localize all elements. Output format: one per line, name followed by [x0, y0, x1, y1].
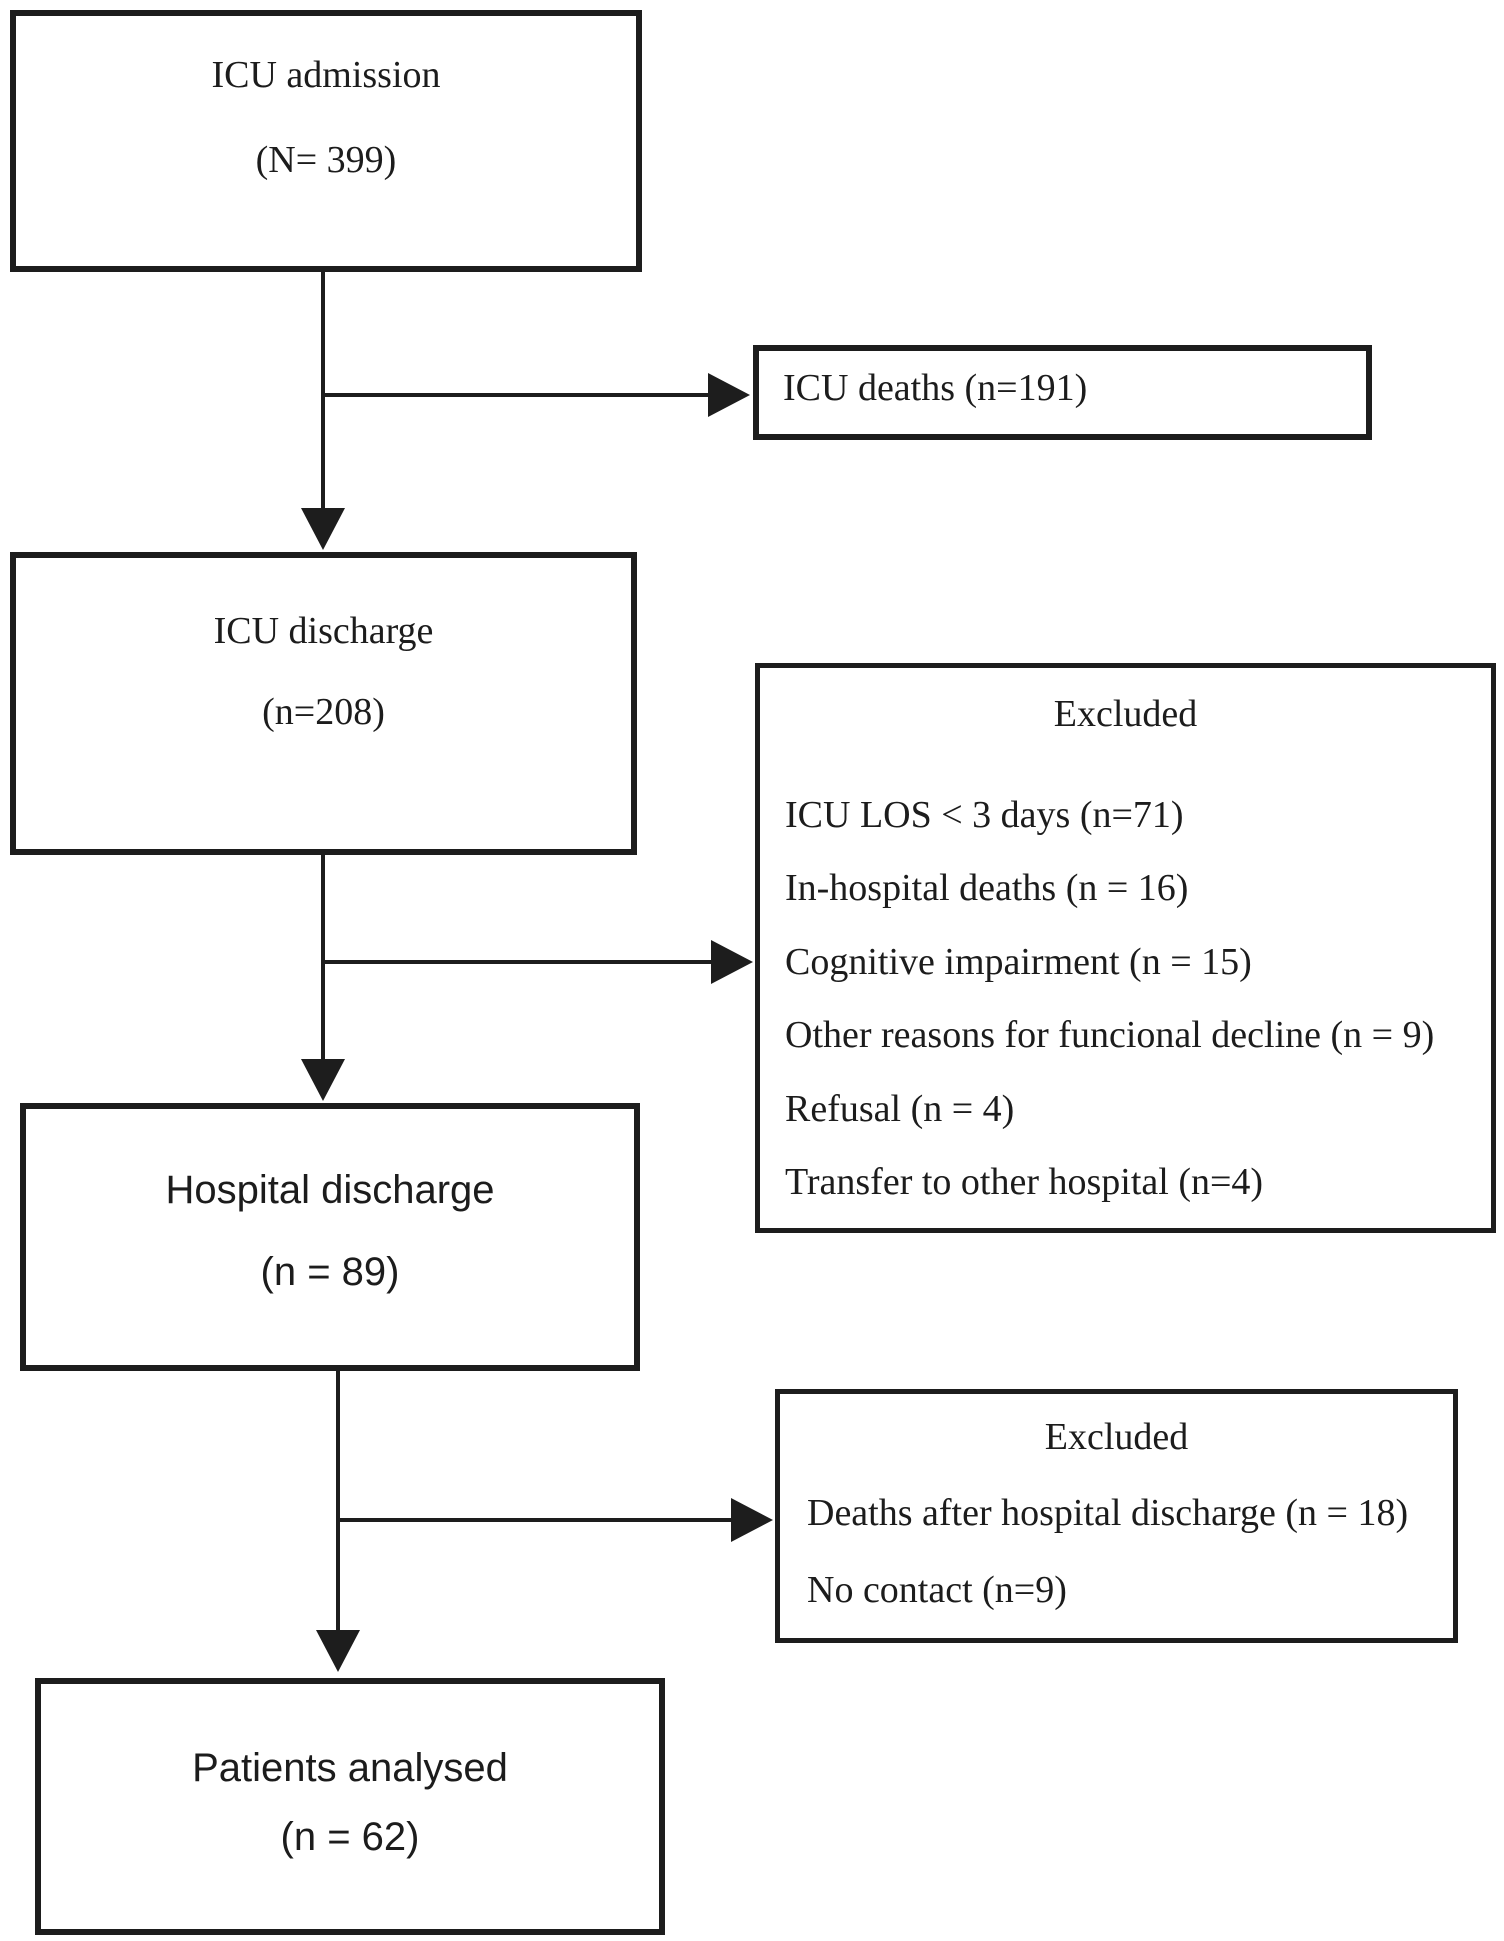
box-label: ICU deaths (n=191) [783, 367, 1088, 409]
arrow-right-icon [731, 1498, 773, 1542]
connector-to-excluded-1 [323, 960, 713, 964]
box-excluded-after-icu-discharge: Excluded ICU LOS < 3 days (n=71) In-hosp… [755, 663, 1496, 1233]
arrow-down-icon [316, 1630, 360, 1672]
connector-discharge-to-hospital-discharge [321, 855, 325, 1061]
connector-to-excluded-2 [338, 1518, 733, 1522]
excluded-title: Excluded [1044, 1416, 1189, 1458]
excluded-item: Cognitive impairment (n = 15) [785, 941, 1252, 983]
arrow-down-icon [301, 1059, 345, 1101]
excluded-item: Other reasons for funcional decline (n =… [785, 1014, 1435, 1056]
excluded-item: ICU LOS < 3 days (n=71) [785, 794, 1184, 836]
arrow-down-icon [301, 508, 345, 550]
box-label: Hospital discharge [165, 1168, 495, 1212]
box-icu-admission: ICU admission (N= 399) [10, 10, 642, 272]
box-hospital-discharge: Hospital discharge (n = 89) [20, 1103, 640, 1371]
arrow-right-icon [708, 373, 750, 417]
box-icu-deaths: ICU deaths (n=191) [753, 345, 1372, 440]
box-patients-analysed: Patients analysed (n = 62) [35, 1678, 665, 1935]
box-icu-discharge: ICU discharge (n=208) [10, 552, 637, 855]
connector-admission-to-discharge [321, 272, 325, 510]
box-count: (n=208) [262, 691, 385, 733]
box-label: ICU discharge [213, 610, 434, 652]
box-excluded-after-hospital-discharge: Excluded Deaths after hospital discharge… [775, 1389, 1458, 1643]
excluded-item: Deaths after hospital discharge (n = 18) [807, 1492, 1409, 1534]
box-count: (n = 62) [280, 1815, 420, 1859]
box-label: ICU admission [211, 54, 441, 96]
connector-hospital-discharge-to-analysed [336, 1371, 340, 1632]
box-count: (N= 399) [255, 139, 397, 181]
excluded-item: Transfer to other hospital (n=4) [785, 1161, 1264, 1203]
excluded-item: In-hospital deaths (n = 16) [785, 867, 1189, 909]
excluded-item: No contact (n=9) [807, 1569, 1067, 1611]
excluded-item: Refusal (n = 4) [785, 1088, 1015, 1130]
connector-to-icu-deaths [323, 393, 710, 397]
excluded-title: Excluded [1053, 693, 1198, 735]
arrow-right-icon [711, 940, 753, 984]
box-label: Patients analysed [192, 1746, 508, 1790]
box-count: (n = 89) [260, 1250, 400, 1294]
